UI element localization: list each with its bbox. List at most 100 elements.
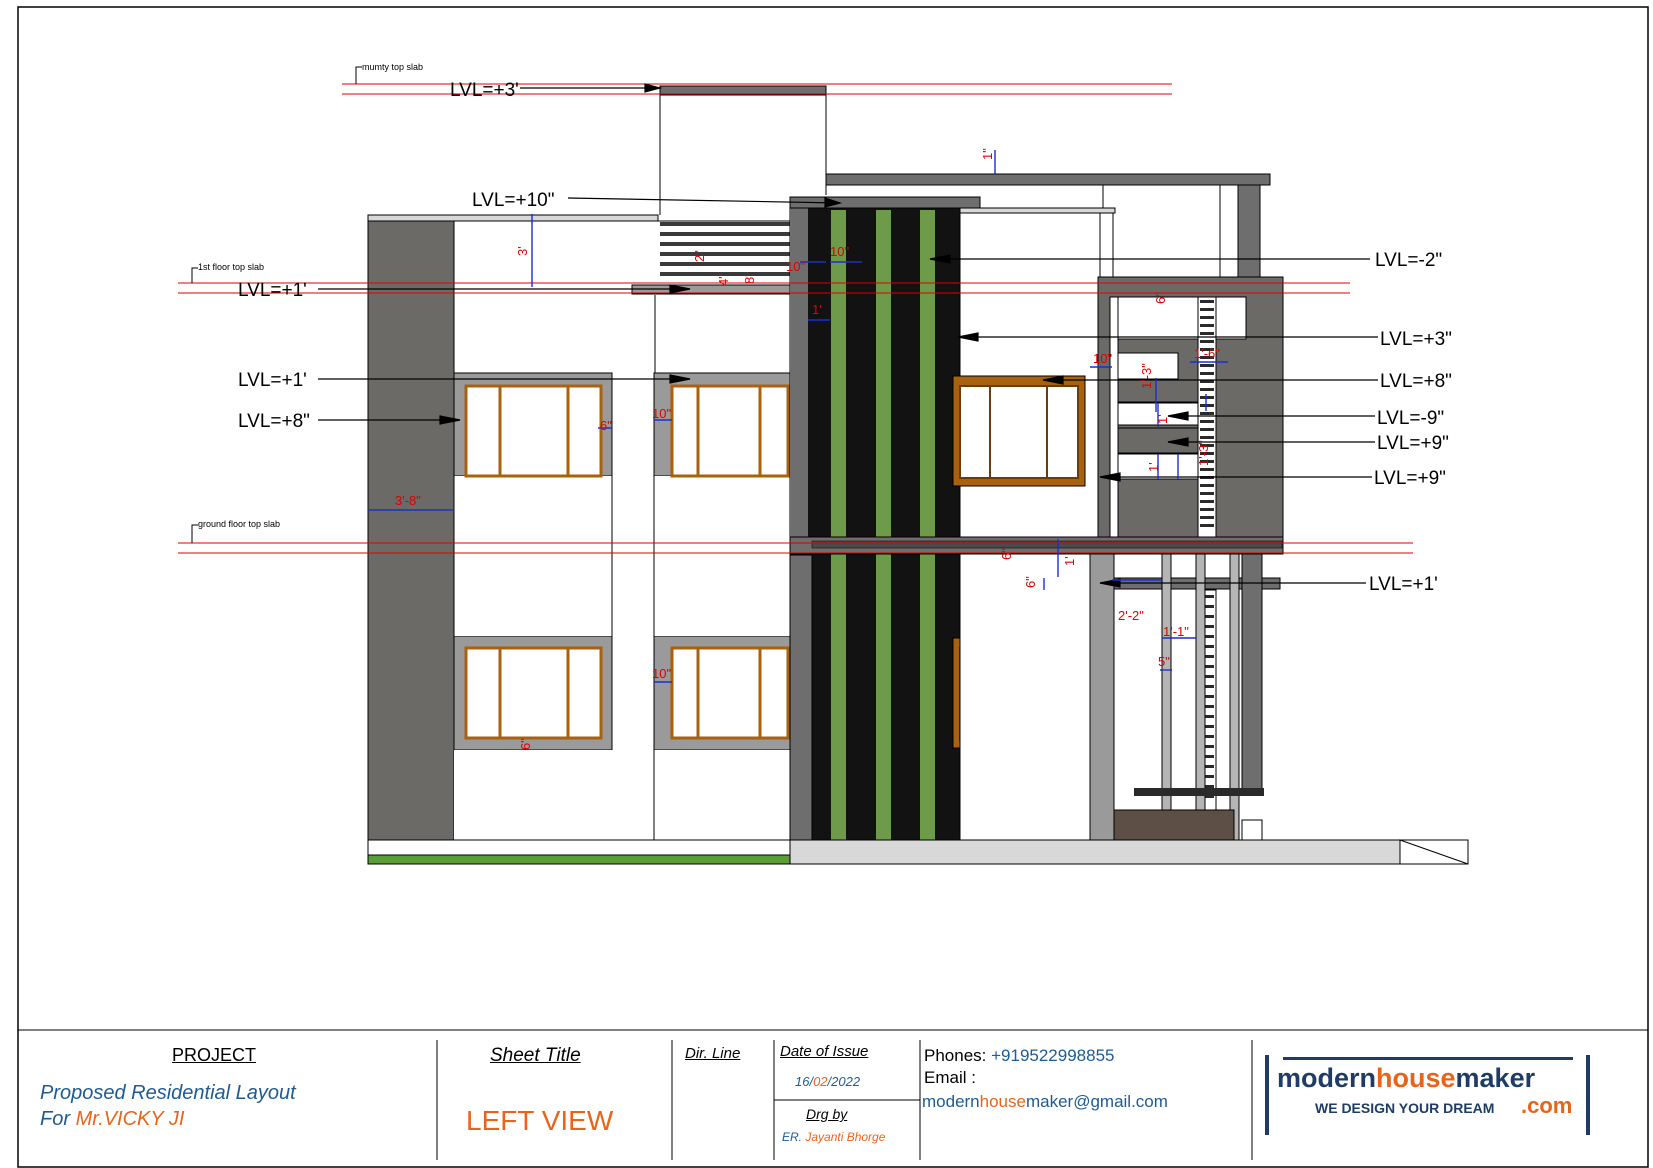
- logo-word-2: house: [1376, 1063, 1456, 1093]
- project-name: Proposed Residential Layout: [40, 1082, 296, 1104]
- phones-label: Phones:: [924, 1046, 992, 1065]
- drawn-by-name: Jayanti Bhorge: [805, 1130, 886, 1144]
- email-part-1: modern: [922, 1092, 980, 1111]
- right-block-inner: [1109, 296, 1119, 538]
- dimension-texts: 1" 3' 10" 10" 1' 3'-8" 6" 10" 10" 10" 1'…: [395, 148, 1220, 750]
- email-part-2: house: [979, 1092, 1026, 1111]
- ladder-rungs: [1200, 300, 1214, 527]
- dim-6in-a: 6": [600, 418, 612, 433]
- green-strip: [920, 210, 935, 840]
- dim-6in-c: 6": [999, 548, 1014, 560]
- brand-logo: modernhousemaker WE DESIGN YOUR DREAM .c…: [1265, 1055, 1590, 1135]
- dim-1in: 1": [980, 148, 995, 160]
- level-label-left-3: LVL=+8": [238, 411, 310, 432]
- dim-1ft-a: 1': [812, 302, 822, 317]
- dim-10in-c: 10": [652, 406, 671, 421]
- ladder-rungs: [1200, 595, 1214, 798]
- dir-line-label: Dir. Line: [685, 1045, 741, 1062]
- dim-10in-d: 10": [652, 666, 671, 681]
- dim-1ft-b: 1': [1155, 414, 1170, 424]
- level-label-top-left-2: LVL=+10": [472, 190, 554, 211]
- dim-1ft6in: 1'-6": [1194, 346, 1220, 361]
- logo-word-3: maker: [1455, 1063, 1536, 1093]
- project-client-prefix: For: [40, 1108, 76, 1130]
- level-label-right-4: LVL=-9": [1377, 408, 1444, 429]
- dim-1ft-c: 1': [1146, 462, 1161, 472]
- project-client-line: For Mr.VICKY JI: [40, 1108, 184, 1131]
- dim-6in-e: 6": [518, 738, 533, 750]
- dim-1ft3in-a: 1'-3": [1139, 363, 1154, 389]
- dim-3ft8in: 3'-8": [395, 493, 421, 508]
- dim-2in: 2": [692, 250, 707, 262]
- right-block-opening: [1117, 379, 1199, 403]
- elevation-drawing: 1" 3' 10" 10" 1' 3'-8" 6" 10" 10" 10" 1'…: [178, 62, 1469, 865]
- date-month: 02: [813, 1074, 828, 1089]
- slab-label-ground: ground floor top slab: [198, 519, 280, 529]
- sheet-title-label: Sheet Title: [490, 1045, 581, 1066]
- wall-gap: [454, 476, 790, 636]
- drawn-by-value: ER. Jayanti Bhorge: [782, 1130, 885, 1144]
- grass-strip: [367, 854, 791, 865]
- slab-label-mumty: mumty top slab: [362, 62, 423, 72]
- ramp-slope: [1399, 839, 1469, 865]
- dim-6in-b: 6": [1153, 292, 1168, 304]
- level-leaders: [318, 83, 1378, 588]
- dimension-ticks: [368, 150, 1228, 683]
- project-client: Mr.VICKY JI: [75, 1108, 185, 1130]
- louvers: [660, 222, 790, 276]
- phones-value[interactable]: +919522998855: [991, 1046, 1115, 1065]
- green-strip: [831, 210, 846, 840]
- porch-pillar: [1229, 553, 1240, 841]
- dim-10in-e: 10": [1093, 351, 1112, 366]
- sheet-border: [17, 6, 1649, 1168]
- wall-gap: [454, 750, 790, 840]
- plinth: [367, 839, 791, 856]
- date-of-issue-label: Date of Issue: [780, 1043, 869, 1060]
- right-block-opening: [1117, 296, 1247, 340]
- logo-suffix: .com: [1521, 1093, 1573, 1118]
- level-labels: LVL=+3' LVL=+10" LVL=+1' LVL=+1' LVL=+8"…: [238, 80, 1452, 595]
- porch-step: [1134, 788, 1264, 796]
- right-block-opening: [1117, 352, 1179, 380]
- level-label-left-2: LVL=+1': [238, 370, 307, 391]
- dim-1ft-d: 1': [1062, 556, 1077, 566]
- mumty-slab: [659, 85, 827, 96]
- date-day: 16/: [795, 1074, 814, 1089]
- date-year: /2022: [827, 1074, 861, 1089]
- phones-row: Phones: +919522998855: [924, 1046, 1115, 1066]
- slab-level-lines: [178, 83, 1413, 554]
- ground-right-wall: [959, 553, 1091, 841]
- dim-6in-d: 6": [1023, 576, 1038, 588]
- level-label-top-left-1: LVL=+3': [450, 80, 519, 101]
- left-parapet: [367, 214, 659, 222]
- porch-step: [1241, 819, 1263, 841]
- level-label-left-1: LVL=+1': [238, 280, 307, 301]
- email-label: Email :: [924, 1068, 976, 1087]
- porch-column-right: [1241, 553, 1263, 795]
- level-label-right-5: LVL=+9": [1377, 433, 1449, 454]
- porch-steps: [1113, 809, 1235, 841]
- project-label: PROJECT: [172, 1045, 257, 1065]
- left-dark-column: [367, 216, 455, 841]
- porch-pillar: [1161, 553, 1172, 841]
- level-label-right-6: LVL=+9": [1374, 468, 1446, 489]
- slab-label-ticks: [191, 66, 362, 543]
- logo-top-bar: [1283, 1057, 1573, 1060]
- canopy-post: [1237, 184, 1261, 278]
- dim-10in-b: 10": [830, 244, 849, 259]
- plinth-right: [789, 839, 1401, 865]
- wood-window-glazing: [959, 385, 1079, 479]
- dim-1ft1in: 1'-1": [1163, 624, 1189, 639]
- roof-canopy: [825, 173, 1271, 186]
- right-block-opening: [1117, 478, 1199, 538]
- sheet-title-value: LEFT VIEW: [466, 1105, 614, 1136]
- porch-column: [1089, 553, 1115, 841]
- dim-2ft2in: 2'-2": [1118, 608, 1144, 623]
- drawn-by-prefix: ER.: [782, 1130, 806, 1144]
- level-label-right-3: LVL=+8": [1380, 371, 1452, 392]
- email-value[interactable]: modernhousemaker@gmail.com: [922, 1092, 1168, 1112]
- drawn-by-label: Drg by: [806, 1106, 848, 1122]
- level-label-right-7: LVL=+1': [1369, 574, 1438, 595]
- level-label-right-2: LVL=+3": [1380, 329, 1452, 350]
- date-of-issue-value: 16/02/2022: [795, 1074, 860, 1089]
